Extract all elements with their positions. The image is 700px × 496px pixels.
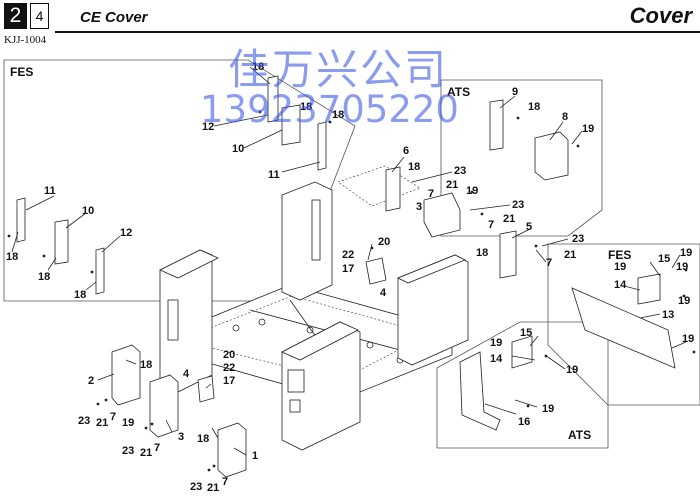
callout-label: 20 (378, 236, 390, 248)
callout-label: 20 (223, 349, 235, 361)
callout-label: 8 (562, 111, 568, 123)
callout-label: 12 (202, 121, 214, 133)
callout-label: 10 (82, 205, 94, 217)
bracket-parts (16, 75, 676, 478)
callout-label: 18 (332, 109, 344, 121)
callout-label: 19 (614, 261, 626, 273)
callout-label: 3 (178, 431, 184, 443)
callout-label: 14 (490, 353, 503, 365)
callout-label: 7 (154, 442, 160, 454)
callout-label: 7 (428, 188, 434, 200)
page-subtitle: CE Cover (80, 9, 148, 26)
callout-label: 23 (78, 415, 90, 427)
callout-label: 19 (566, 364, 578, 376)
callout-label: 7 (488, 219, 494, 231)
callout-label: 5 (526, 221, 532, 233)
top-plate (337, 165, 421, 207)
callout-label: 23 (572, 233, 584, 245)
ats-top-frame (440, 79, 603, 237)
callout-label: 9 (512, 86, 518, 98)
group-label-ats-top: ATS (447, 85, 470, 99)
fes-right-frame (547, 243, 700, 406)
callout-label: 15 (658, 253, 670, 265)
callout-label: 10 (232, 143, 244, 155)
callout-label: 18 (476, 247, 488, 259)
header-rule (55, 31, 700, 33)
central-column (281, 321, 361, 451)
callout-label: 17 (342, 263, 354, 275)
callout-label: 18 (38, 271, 50, 283)
callout-label: 13 (662, 309, 674, 321)
callout-label: 21 (446, 179, 458, 191)
callout-label: 18 (528, 101, 540, 113)
watermark-company: 佳万兴公司 (228, 45, 449, 94)
callout-label: 23 (190, 481, 202, 493)
callout-label: 23 (512, 199, 524, 211)
callout-label: 7 (222, 476, 228, 488)
callout-label: 22 (342, 249, 354, 261)
callout-label: 7 (110, 411, 116, 423)
callout-label: 15 (520, 327, 532, 339)
callout-label: 4 (183, 368, 190, 380)
callout-label: 11 (268, 169, 280, 181)
callout-label: 18 (300, 101, 312, 113)
callout-label: 21 (503, 213, 515, 225)
leader-lines (11, 66, 687, 456)
part-code: KJJ-1004 (4, 34, 47, 46)
callout-label: 3 (416, 201, 422, 213)
callout-label: 19 (678, 295, 690, 307)
callout-label: 21 (207, 482, 219, 494)
callout-label: 23 (454, 165, 466, 177)
callout-label: 7 (546, 257, 552, 269)
back-frame-column (281, 181, 333, 301)
group-label-fes-left: FES (10, 65, 33, 79)
callout-label: 18 (408, 161, 420, 173)
screw-points (7, 110, 696, 472)
callout-label: 19 (676, 261, 688, 273)
callout-label: 18 (140, 359, 152, 371)
callout-label: 1 (252, 450, 258, 462)
callout-label: 19 (490, 337, 502, 349)
callout-label: 19 (466, 185, 478, 197)
callout-label: 16 (518, 416, 530, 428)
callout-label: 18 (74, 289, 86, 301)
callout-label: 18 (252, 61, 264, 73)
callout-label: 21 (140, 447, 152, 459)
subsection-number: 4 (30, 3, 49, 29)
callout-label: 14 (614, 279, 627, 291)
callout-label: 23 (122, 445, 134, 457)
callout-label: 19 (582, 123, 594, 135)
page-title: Cover (629, 3, 692, 28)
callout-label: 19 (542, 403, 554, 415)
callout-label: 2 (88, 375, 94, 387)
callout-label: 19 (680, 247, 692, 259)
callout-label: 18 (197, 433, 209, 445)
callout-label: 21 (96, 417, 108, 429)
callout-label: 12 (120, 227, 132, 239)
callout-label: 19 (122, 417, 134, 429)
callout-label: 21 (564, 249, 576, 261)
group-label-ats-bottom: ATS (568, 428, 591, 442)
ats-bottom-frame (436, 321, 609, 449)
watermark-phone: 13923705220 (200, 88, 459, 131)
callout-label: 17 (223, 375, 235, 387)
callout-label: 22 (223, 362, 235, 374)
callout-label: 4 (380, 287, 387, 299)
section-number: 2 (4, 3, 27, 29)
group-label-fes-right: FES (608, 248, 631, 262)
callout-label: 6 (403, 145, 409, 157)
callout-label: 18 (6, 251, 18, 263)
callout-label: 11 (44, 185, 56, 197)
right-rear-cover (397, 254, 469, 366)
callout-labels: 18 18 12 18 10 11 11 10 12 18 18 18 9 18… (6, 61, 694, 494)
callout-label: 19 (682, 333, 694, 345)
